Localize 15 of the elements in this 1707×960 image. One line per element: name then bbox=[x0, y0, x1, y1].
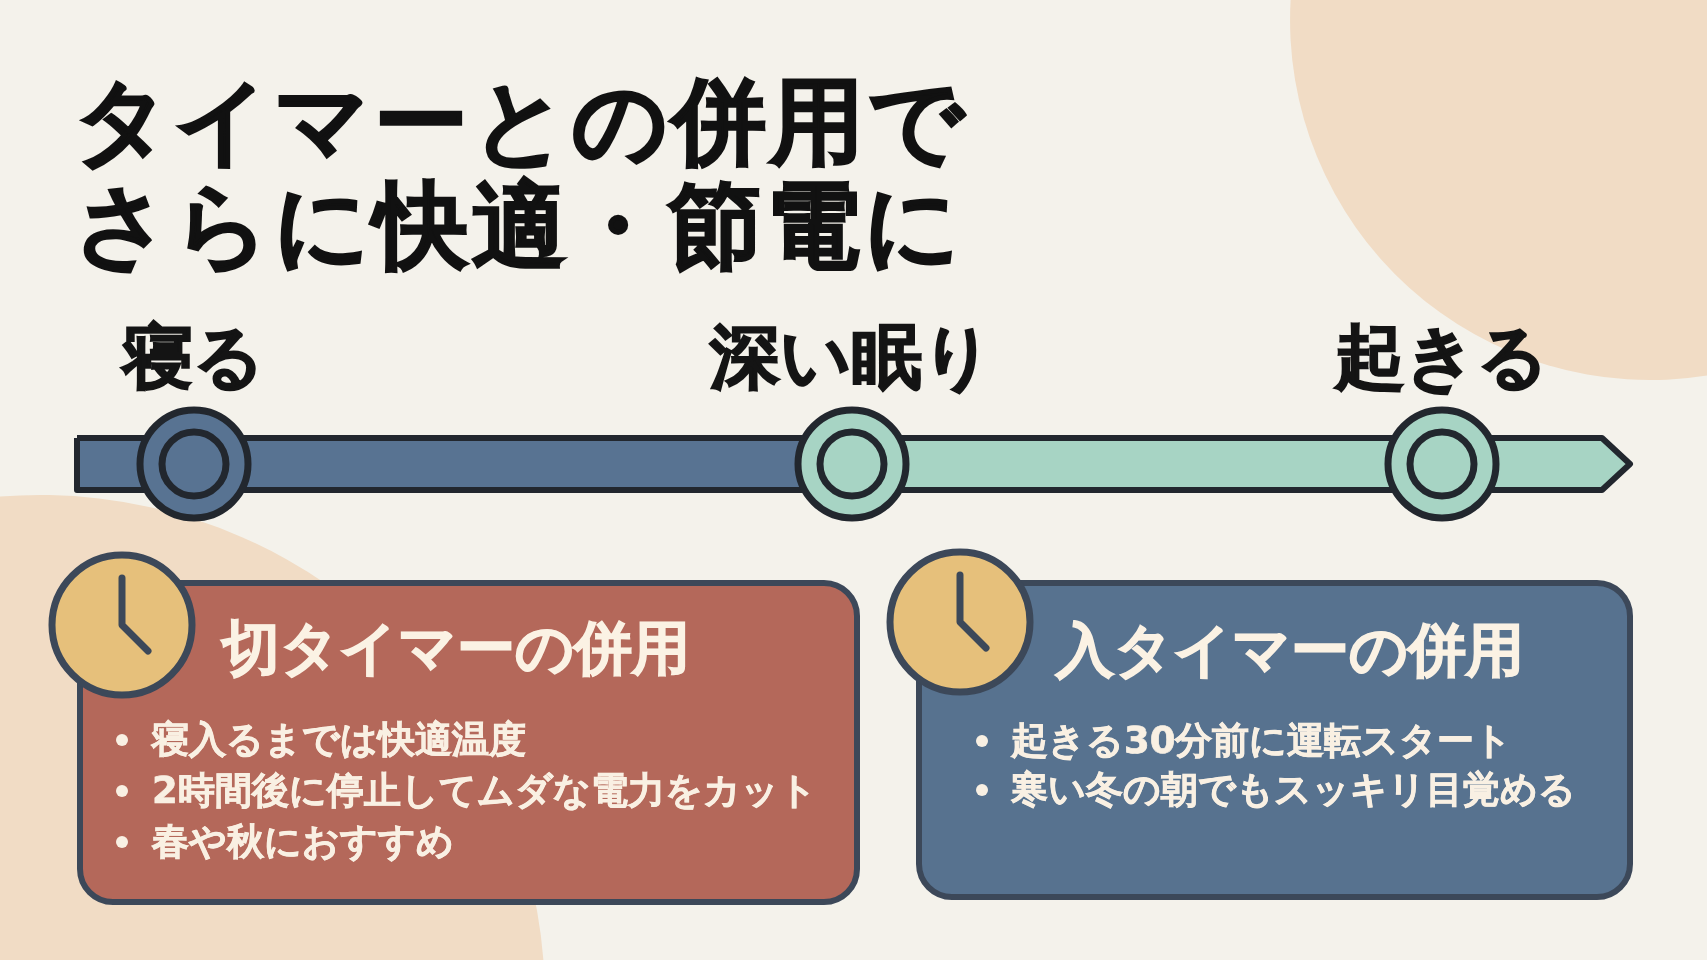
bullet-text: 寒い冬の朝でもスッキリ目覚める bbox=[1011, 767, 1576, 813]
bullet-text: 寝入るまでは快適温度 bbox=[152, 717, 526, 763]
timeline-label: 深い眠り bbox=[710, 319, 994, 395]
timeline-label: 起きる bbox=[1335, 319, 1549, 395]
timeline-arrow bbox=[1497, 435, 1633, 493]
timeline-bar bbox=[249, 435, 797, 493]
timeline-label: 寝る bbox=[123, 319, 265, 395]
card-heading: 切タイマーの併用 bbox=[222, 614, 690, 682]
bullet-text: 起きる30分前に運転スタート bbox=[1011, 718, 1513, 764]
title: タイマーとの併用でさらに快適・節電に bbox=[74, 70, 969, 278]
timeline-bar bbox=[74, 435, 139, 493]
bullet-text: 2時間後に停止してムダな電力をカット bbox=[152, 768, 817, 814]
card-heading: 入タイマーの併用 bbox=[1056, 616, 1524, 684]
bullet-text: 春や秋におすすめ bbox=[152, 819, 454, 865]
timeline-bar bbox=[907, 435, 1387, 493]
